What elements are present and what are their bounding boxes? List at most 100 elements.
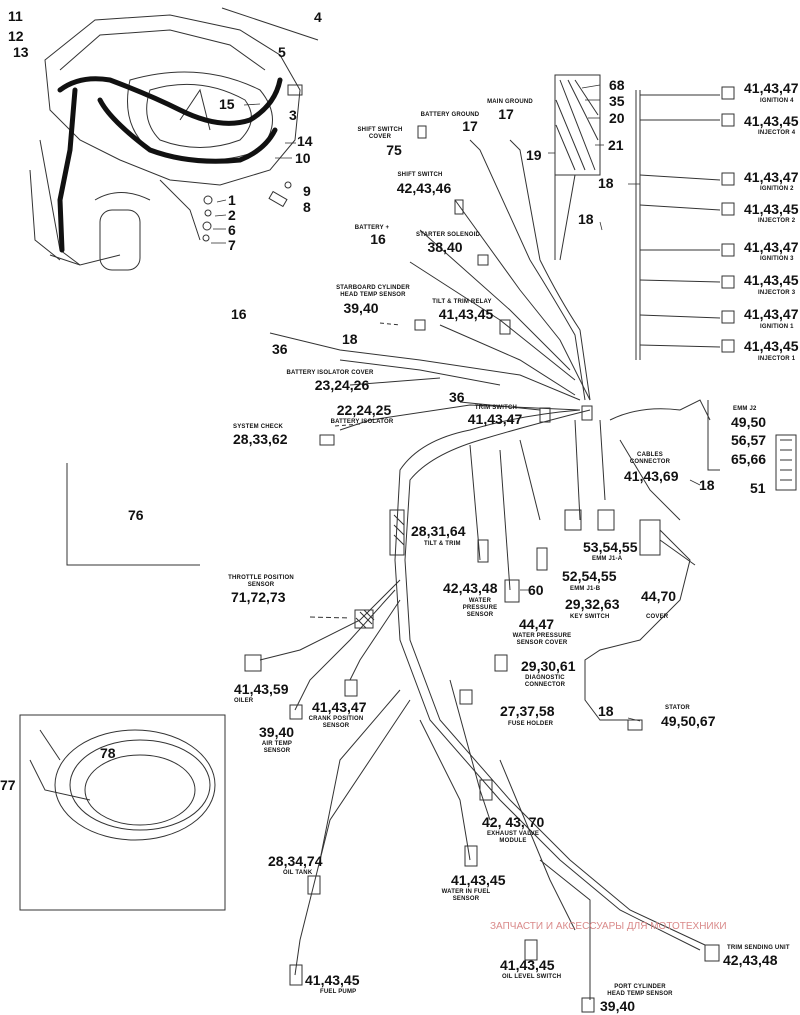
callout-7: 7 — [228, 237, 236, 253]
label-cables-connector: CABLES CONNECTOR — [629, 452, 671, 465]
label-stator: STATOR — [665, 705, 690, 711]
parts-emm-j2-a: 49,50 — [731, 414, 767, 430]
callout-18b: 18 — [598, 703, 614, 719]
label-ignition2: IGNITION 2 — [760, 186, 794, 192]
parts-injector2: 41,43,45 — [744, 201, 799, 217]
callout-77: 77 — [0, 777, 16, 793]
label-battery-isolator-cover: BATTERY ISOLATOR COVER — [286, 370, 374, 376]
label-trim-switch: TRIM SWITCH — [474, 405, 518, 411]
label-trim-sending: TRIM SENDING UNIT — [727, 945, 790, 951]
parts-ignition4: 41,43,47 — [744, 80, 799, 96]
label-oil-level-switch: OIL LEVEL SWITCH — [502, 974, 562, 980]
callout-12: 12 — [8, 28, 24, 44]
parts-emm-j1b: 52,54,55 — [562, 568, 617, 584]
callout-17a: 17 — [462, 118, 478, 134]
parts-injector4: 41,43,45 — [744, 113, 799, 129]
label-injector4: INJECTOR 4 — [758, 130, 796, 136]
callout-1: 1 — [228, 192, 236, 208]
label-battery-ground: BATTERY GROUND — [420, 112, 480, 118]
parts-emm-j1a: 53,54,55 — [583, 539, 638, 555]
parts-diag-connector: 29,30,61 — [521, 658, 576, 674]
callout-18c: 18 — [598, 175, 614, 191]
label-water-pressure-cover: WATER PRESSURE SENSOR COVER — [512, 633, 572, 646]
callout-11: 11 — [8, 8, 23, 24]
label-shift-switch-cover: SHIFT SWITCH COVER — [357, 127, 403, 140]
label-water-in-fuel: WATER IN FUEL SENSOR — [441, 889, 491, 902]
parts-tilt-trim: 28,31,64 — [411, 523, 466, 539]
parts-exhaust-valve: 42, 43, 70 — [482, 814, 545, 830]
callout-17b: 17 — [498, 106, 514, 122]
label-emm-j2: EMM J2 — [733, 406, 757, 412]
label-diag-connector: DIAGNOSTIC CONNECTOR — [524, 675, 566, 688]
callout-36b: 36 — [449, 389, 465, 405]
callout-3: 3 — [289, 107, 297, 123]
callout-8: 8 — [303, 199, 311, 215]
parts-fuel-pump: 41,43,45 — [305, 972, 360, 988]
label-fuel-pump: FUEL PUMP — [320, 989, 357, 995]
parts-trim-switch: 41,43,47 — [467, 411, 523, 427]
callout-78: 78 — [100, 745, 116, 761]
callout-18e: 18 — [699, 477, 715, 493]
parts-battery-isolator-cover: 23,24,26 — [314, 377, 370, 393]
parts-trim-sending: 42,43,48 — [723, 952, 778, 968]
label-injector1: INJECTOR 1 — [758, 356, 796, 362]
callout-16b: 16 — [231, 306, 247, 322]
parts-shift-switch: 42,43,46 — [396, 180, 452, 196]
parts-ignition3: 41,43,47 — [744, 239, 799, 255]
label-injector3: INJECTOR 3 — [758, 290, 796, 296]
callout-15: 15 — [219, 96, 235, 112]
label-tilt-trim-relay: TILT & TRIM RELAY — [432, 299, 492, 305]
label-shift-switch: SHIFT SWITCH — [397, 172, 443, 178]
parts-tilt-trim-relay: 41,43,45 — [438, 306, 494, 322]
label-oiler: OILER — [234, 698, 254, 704]
callout-5: 5 — [278, 44, 286, 60]
parts-water-pressure-cover: 44,47 — [519, 616, 555, 632]
parts-key-switch: 29,32,63 — [565, 596, 620, 612]
callout-14: 14 — [297, 133, 313, 149]
label-starter-solenoid: STARTER SOLENOID — [415, 232, 481, 238]
parts-stbd-head-temp: 39,40 — [343, 300, 379, 316]
callout-68: 68 — [609, 77, 625, 93]
parts-crank-pos: 41,43,47 — [312, 699, 367, 715]
parts-starter-solenoid: 38,40 — [427, 239, 463, 255]
label-injector2: INJECTOR 2 — [758, 218, 796, 224]
parts-emm-j2-d: 51 — [750, 480, 766, 496]
parts-cables-connector: 41,43,69 — [624, 468, 679, 484]
parts-ignition1: 41,43,47 — [744, 306, 799, 322]
callout-16a: 16 — [370, 231, 386, 247]
callout-36a: 36 — [272, 341, 288, 357]
callout-21: 21 — [608, 137, 624, 153]
parts-oiler: 41,43,59 — [234, 681, 289, 697]
label-ignition4: IGNITION 4 — [760, 98, 794, 104]
label-port-head-temp: PORT CYLINDER HEAD TEMP SENSOR — [607, 984, 673, 997]
label-battery-isolator: BATTERY ISOLATOR — [330, 419, 394, 425]
parts-battery-isolator: 22,24,25 — [336, 402, 392, 418]
callout-13: 13 — [13, 44, 29, 60]
parts-water-in-fuel: 41,43,45 — [451, 872, 506, 888]
parts-oil-level-switch: 41,43,45 — [500, 957, 555, 973]
label-main-ground: MAIN GROUND — [487, 99, 533, 105]
label-exhaust-valve: EXHAUST VALVE MODULE — [486, 831, 540, 844]
parts-air-temp: 39,40 — [259, 724, 295, 740]
parts-system-check: 28,33,62 — [233, 431, 288, 447]
parts-water-pressure-sensor: 42,43,48 — [443, 580, 498, 596]
label-oil-tank: OIL TANK — [283, 870, 313, 876]
label-ignition1: IGNITION 1 — [760, 324, 794, 330]
parts-cover: 44,70 — [641, 588, 677, 604]
parts-stator: 49,50,67 — [661, 713, 716, 729]
parts-injector1: 41,43,45 — [744, 338, 799, 354]
parts-port-head-temp: 39,40 — [600, 998, 636, 1014]
callout-18d: 18 — [578, 211, 594, 227]
label-emm-j1b: EMM J1-B — [570, 586, 601, 592]
label-battery-plus: BATTERY + — [354, 225, 390, 231]
callout-75: 75 — [386, 142, 402, 158]
callout-60: 60 — [528, 582, 544, 598]
label-fuse-holder: FUSE HOLDER — [508, 721, 554, 727]
parts-emm-j2-c: 65,66 — [731, 451, 767, 467]
label-key-switch: KEY SWITCH — [570, 614, 610, 620]
label-system-check: SYSTEM CHECK — [233, 424, 284, 430]
parts-injector3: 41,43,45 — [744, 272, 799, 288]
parts-ignition2: 41,43,47 — [744, 169, 799, 185]
